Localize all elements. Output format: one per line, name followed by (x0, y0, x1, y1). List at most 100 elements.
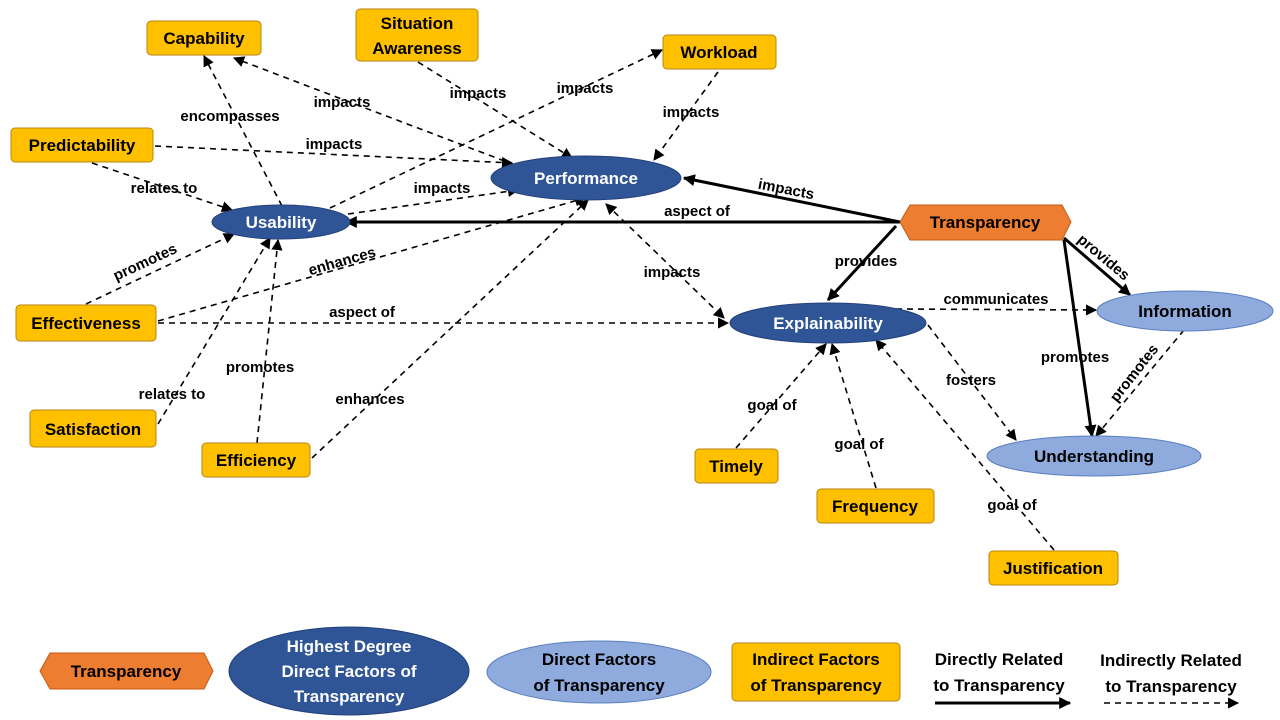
edge-explainability-understanding (927, 324, 1017, 441)
label-enhances-effectiveness: enhances (307, 244, 378, 279)
label-fosters: fosters (946, 372, 996, 389)
label-promotes-info-understanding: promotes (1107, 341, 1162, 405)
label-impacts-capability: impacts (314, 94, 371, 111)
edge-performance-explainability (605, 203, 725, 319)
edge-predictability-performance (154, 145, 514, 169)
label-goal-of-justification: goal of (987, 497, 1037, 514)
label-relates-to-satisfaction: relates to (139, 386, 206, 403)
edge-effectiveness-usability (85, 233, 236, 305)
label-relates-to-predictability: relates to (131, 180, 198, 197)
node-performance-label: Performance (534, 169, 638, 188)
edge-transparency-explainability (826, 224, 898, 302)
node-information-label: Information (1138, 302, 1232, 321)
label-promotes-effectiveness: promotes (111, 240, 180, 284)
node-satisfaction[interactable]: Satisfaction (29, 409, 157, 448)
label-impacts-usability: impacts (414, 180, 471, 197)
edge-usability-capability (203, 55, 283, 207)
legend-highest-line3: Transparency (294, 687, 405, 706)
node-situation-awareness-line1: Situation (381, 14, 454, 33)
label-aspect-of-effectiveness: aspect of (329, 304, 396, 321)
label-enhances-efficiency: enhances (335, 391, 404, 408)
node-efficiency-label: Efficiency (216, 451, 297, 470)
legend-direct: Direct Factors of Transparency (486, 640, 712, 704)
legend-directly-line1: Directly Related (935, 650, 1064, 669)
legend-indirectly-line1: Indirectly Related (1100, 651, 1242, 670)
node-predictability[interactable]: Predictability (10, 127, 154, 163)
node-transparency-label: Transparency (930, 213, 1041, 232)
edge-sa-performance (417, 61, 573, 159)
node-justification[interactable]: Justification (988, 550, 1119, 586)
label-promotes-efficiency: promotes (226, 359, 294, 376)
label-promotes-understanding: promotes (1041, 349, 1109, 366)
legend-indirectly-line2: to Transparency (1105, 677, 1237, 696)
label-goal-of-timely: goal of (747, 397, 797, 414)
node-transparency[interactable]: Transparency (899, 204, 1072, 241)
node-frequency[interactable]: Frequency (816, 488, 935, 524)
node-information[interactable]: Information (1096, 290, 1274, 332)
node-capability[interactable]: Capability (146, 20, 262, 56)
node-workload[interactable]: Workload (662, 34, 777, 70)
label-impacts-sa: impacts (450, 85, 507, 102)
label-impacts-explainability: impacts (644, 264, 701, 281)
edge-satisfaction-usability (157, 237, 271, 425)
edge-usability-performance (347, 185, 520, 215)
node-explainability-label: Explainability (773, 314, 883, 333)
label-impacts-workload-in: impacts (663, 104, 720, 121)
edge-transparency-performance (682, 174, 901, 224)
edges (85, 49, 1185, 551)
legend-direct-line2: of Transparency (533, 676, 665, 695)
label-impacts-predictability: impacts (306, 136, 363, 153)
node-usability[interactable]: Usability (211, 204, 351, 240)
edge-information-understanding (1095, 329, 1185, 437)
node-explainability[interactable]: Explainability (729, 302, 927, 344)
node-effectiveness[interactable]: Effectiveness (15, 304, 157, 342)
legend-directly-line2: to Transparency (933, 676, 1065, 695)
edge-efficiency-performance (311, 199, 589, 459)
node-effectiveness-label: Effectiveness (31, 314, 141, 333)
node-satisfaction-label: Satisfaction (45, 420, 141, 439)
node-predictability-label: Predictability (29, 136, 136, 155)
edge-effectiveness-performance (157, 195, 587, 322)
legend-highest: Highest Degree Direct Factors of Transpa… (228, 626, 470, 716)
legend: Transparency Highest Degree Direct Facto… (39, 626, 1242, 716)
label-communicates: communicates (943, 291, 1048, 308)
label-impacts-workload-out: impacts (557, 80, 614, 97)
label-aspect-of-usability: aspect of (664, 203, 731, 220)
legend-indirect-line1: Indirect Factors (752, 650, 880, 669)
edge-timely-explainability (735, 343, 827, 449)
label-encompasses: encompasses (180, 108, 279, 125)
label-goal-of-frequency: goal of (834, 436, 884, 453)
legend-indirectly-related: Indirectly Related to Transparency (1100, 651, 1242, 709)
edge-transparency-information (1063, 236, 1131, 297)
label-provides-explainability: provides (835, 253, 898, 270)
node-situation-awareness-line2: Awareness (372, 39, 461, 58)
node-frequency-label: Frequency (832, 497, 919, 516)
node-efficiency[interactable]: Efficiency (201, 442, 311, 478)
edge-justification-explainability (875, 339, 1055, 551)
node-workload-label: Workload (680, 43, 757, 62)
edge-explainability-information (895, 304, 1098, 316)
legend-direct-line1: Direct Factors (542, 650, 656, 669)
legend-transparency-label: Transparency (71, 662, 182, 681)
node-capability-label: Capability (163, 29, 245, 48)
node-justification-label: Justification (1003, 559, 1103, 578)
node-understanding[interactable]: Understanding (986, 435, 1202, 477)
legend-highest-line1: Highest Degree (287, 637, 412, 656)
legend-indirect-line2: of Transparency (750, 676, 882, 695)
edge-efficiency-usability (256, 238, 283, 444)
legend-transparency: Transparency (39, 652, 214, 690)
node-performance[interactable]: Performance (490, 155, 682, 201)
edge-frequency-explainability (829, 342, 877, 489)
legend-directly-related: Directly Related to Transparency (933, 650, 1072, 709)
label-provides-information: provides (1074, 231, 1133, 284)
edge-predictability-usability (91, 162, 234, 213)
node-timely-label: Timely (709, 457, 763, 476)
node-timely[interactable]: Timely (694, 448, 779, 484)
legend-indirect: Indirect Factors of Transparency (731, 642, 901, 702)
node-situation-awareness[interactable]: Situation Awareness (355, 8, 479, 62)
edge-workload-performance (653, 71, 719, 161)
node-understanding-label: Understanding (1034, 447, 1154, 466)
edge-transparency-understanding (1062, 239, 1097, 438)
